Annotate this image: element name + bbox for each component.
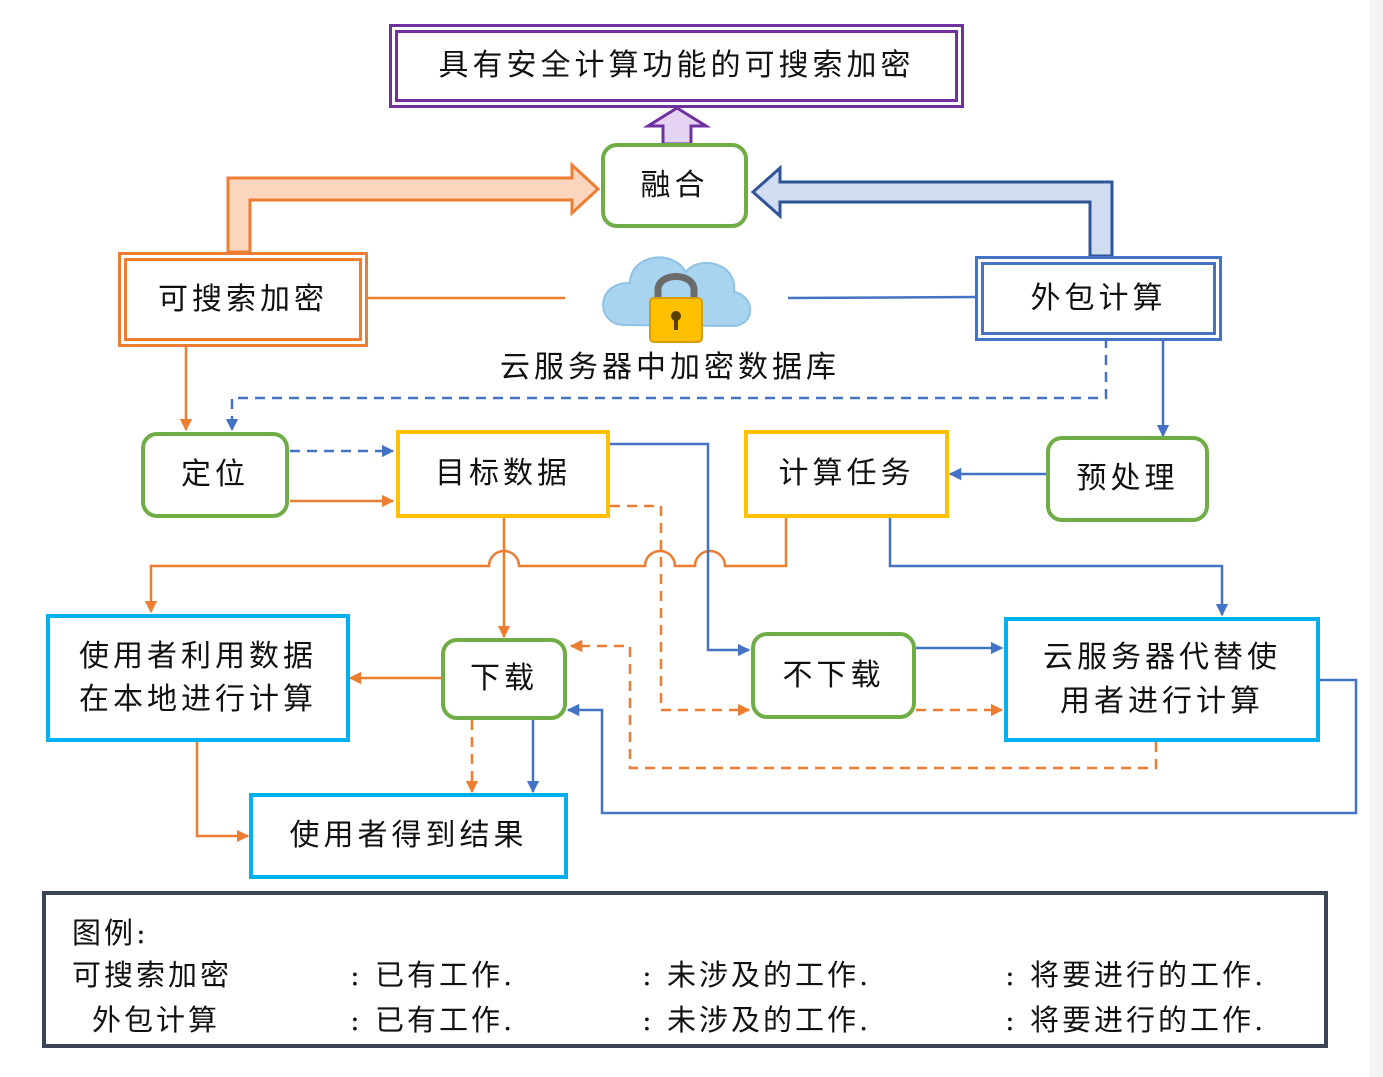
scrollbar-edge [1370, 0, 1383, 1077]
outsourced-computation-node: 外包计算 [975, 256, 1222, 341]
fusion-text: 融合 [640, 167, 709, 203]
local-compute-line2: 在本地进行计算 [79, 682, 317, 717]
legend-row2-hollow: : 将要进行的工作. [1005, 1003, 1267, 1037]
goal-text: 具有安全计算功能的可搜索加密 [438, 48, 915, 84]
legend-row2-solid: : 已有工作. [350, 1003, 516, 1037]
user-result-node: 使用者得到结果 [249, 793, 568, 879]
local-compute-node: 使用者利用数据 在本地进行计算 [46, 614, 350, 742]
preprocess-node: 预处理 [1046, 436, 1209, 522]
oc-to-fusion-hollow-arrow [750, 164, 1114, 258]
no-download-text: 不下载 [782, 657, 885, 693]
se-to-fusion-hollow-arrow [226, 161, 601, 254]
compute-task-node: 计算任务 [744, 430, 949, 518]
cloud-compute-node: 云服务器代替使 用者进行计算 [1004, 617, 1320, 742]
cloud-db-label: 云服务器中加密数据库 [500, 350, 840, 385]
download-text: 下载 [470, 661, 538, 697]
cloud-compute-line1: 云服务器代替使 [1043, 640, 1281, 675]
no-download-node: 不下载 [751, 632, 916, 719]
outsourced-computation-text: 外包计算 [1030, 280, 1167, 316]
download-node: 下载 [441, 638, 567, 720]
goal-box: 具有安全计算功能的可搜索加密 [389, 24, 964, 108]
local-compute-line1: 使用者利用数据 [79, 638, 317, 674]
locate-text: 定位 [181, 457, 249, 493]
searchable-encryption-text: 可搜索加密 [158, 281, 328, 317]
compute-task-text: 计算任务 [778, 456, 915, 492]
cloud-compute-line2: 用者进行计算 [1060, 683, 1264, 719]
searchable-encryption-node: 可搜索加密 [118, 252, 368, 347]
target-data-node: 目标数据 [396, 430, 610, 518]
cloud-lock-icon [602, 256, 752, 343]
oc-cloud-line [787, 295, 976, 300]
legend-row2-dashed: : 未涉及的工作. [642, 1003, 872, 1037]
target-data-text: 目标数据 [435, 456, 571, 492]
legend-title: 图例: [72, 916, 149, 950]
legend [42, 891, 1328, 1048]
locate-node: 定位 [141, 432, 289, 518]
user-result-text: 使用者得到结果 [289, 818, 528, 854]
legend-row1-hollow: : 将要进行的工作. [1005, 958, 1267, 992]
preprocess-text: 预处理 [1076, 461, 1179, 497]
legend-row1-solid: : 已有工作. [350, 958, 516, 992]
fusion-to-goal-arrow [642, 106, 712, 146]
legend-row1-dashed: : 未涉及的工作. [642, 958, 872, 992]
fusion-node: 融合 [601, 143, 748, 228]
legend-row1-name: 可搜索加密 [72, 958, 233, 992]
legend-row2-name: 外包计算 [92, 1003, 221, 1037]
